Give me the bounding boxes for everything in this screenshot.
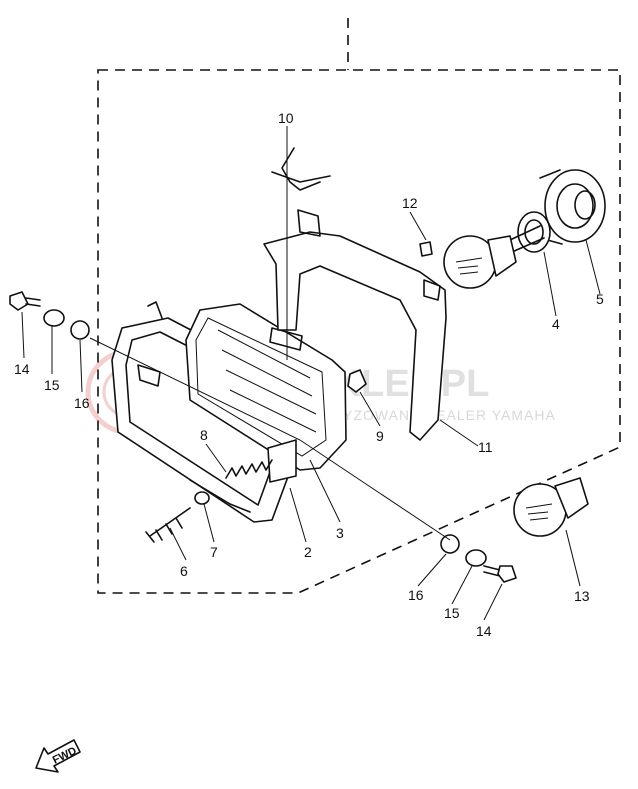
nut-12 bbox=[419, 241, 433, 257]
callout-9: 9 bbox=[376, 428, 384, 444]
grommet-16-right bbox=[440, 534, 460, 554]
callout-14-left: 14 bbox=[14, 361, 30, 377]
assembly-outline bbox=[97, 18, 621, 594]
callout-5: 5 bbox=[596, 291, 604, 307]
callout-15-right: 15 bbox=[444, 605, 460, 621]
spring-8 bbox=[225, 459, 273, 479]
spare-bulb bbox=[513, 477, 589, 537]
callout-7: 7 bbox=[210, 544, 218, 560]
callout-3: 3 bbox=[336, 525, 344, 541]
callouts: 10 12 14 15 16 8 9 11 4 5 3 2 7 6 16 15 … bbox=[14, 110, 604, 639]
callout-11: 11 bbox=[478, 439, 493, 455]
callout-15-left: 15 bbox=[44, 377, 60, 393]
collar-15-left bbox=[43, 309, 65, 327]
clip-9 bbox=[347, 369, 367, 393]
washer-7 bbox=[194, 491, 210, 505]
headlight-case bbox=[263, 209, 447, 441]
leader-lines bbox=[21, 126, 601, 621]
bolt-14-left bbox=[9, 291, 41, 311]
callout-13: 13 bbox=[574, 588, 590, 604]
callout-16-right: 16 bbox=[408, 587, 424, 603]
headlight-bulb bbox=[443, 235, 517, 289]
callout-16-left: 16 bbox=[74, 395, 90, 411]
collar-15-right bbox=[465, 549, 487, 567]
callout-8: 8 bbox=[200, 427, 208, 443]
callout-14-right: 14 bbox=[476, 623, 492, 639]
screw-6 bbox=[145, 507, 191, 543]
bolt-14-right bbox=[483, 565, 517, 583]
callout-12: 12 bbox=[402, 195, 418, 211]
grommet-16-left bbox=[70, 320, 90, 340]
callout-2: 2 bbox=[304, 544, 312, 560]
bulb-socket bbox=[509, 169, 606, 253]
fwd-arrow: FWD bbox=[35, 739, 81, 773]
callout-10: 10 bbox=[278, 110, 294, 126]
callout-6: 6 bbox=[180, 563, 188, 579]
headlight-unit bbox=[185, 303, 347, 483]
clip-10 bbox=[271, 147, 331, 191]
callout-4: 4 bbox=[552, 316, 560, 332]
fwd-label: FWD bbox=[51, 745, 79, 767]
